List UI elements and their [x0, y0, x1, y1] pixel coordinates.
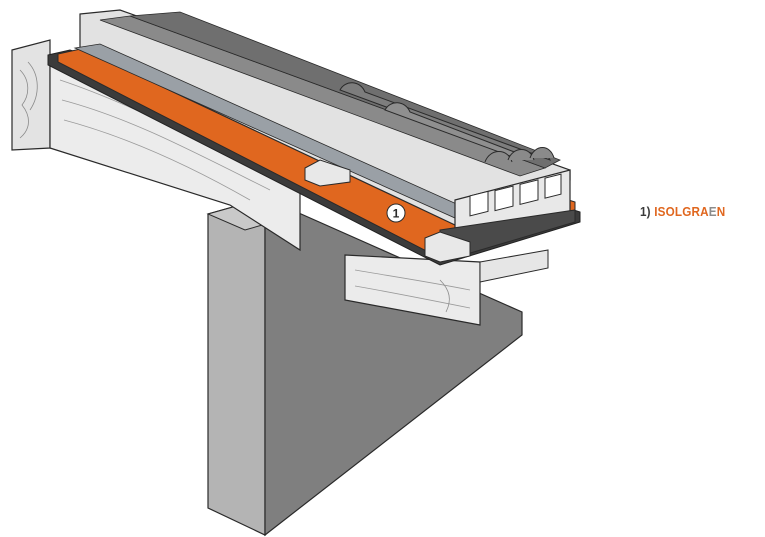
legend-number: 1) [640, 204, 651, 219]
timber-block [344, 249, 549, 326]
legend-name-part1: ISOLGRA [654, 204, 709, 219]
callout-marker-label: 1 [393, 207, 400, 221]
legend-item-1: 1) ISOLGRAEN [640, 204, 725, 219]
legend-name-part3: N [716, 204, 726, 219]
legend-name-part2: E [708, 204, 717, 219]
callout-marker-1: 1 [386, 203, 406, 223]
hollow-core-slab [73, 9, 576, 263]
timber-beam [11, 39, 301, 252]
